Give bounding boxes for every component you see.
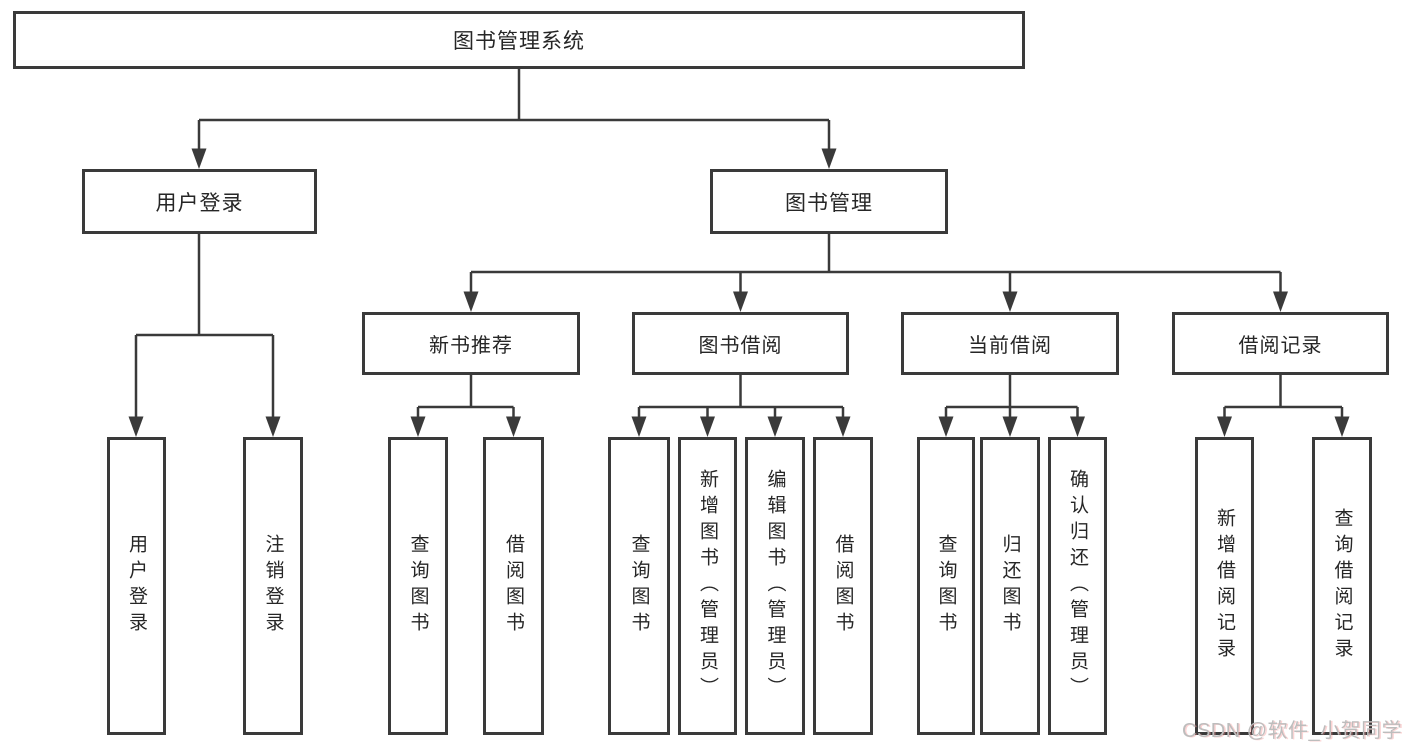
arrow-down-icon [1217,416,1232,437]
node-book-management: 图书管理 [710,169,948,234]
arrow-down-icon [506,416,521,437]
node-current-borrow: 当前借阅 [901,312,1119,375]
connector-paths [134,69,1344,418]
arrow-down-icon [1070,416,1085,437]
arrow-down-icon [767,416,783,437]
node-current-query-books: 查询图书 [917,437,975,735]
arrow-down-icon [265,416,281,437]
arrow-down-icon [1002,291,1018,312]
node-query-borrow-record: 查询借阅记录 [1312,437,1372,735]
arrow-down-icon [463,291,479,312]
node-edit-books-admin: 编辑图书（管理员） [745,437,805,735]
node-recommend-borrow-books: 借阅图书 [483,437,544,735]
arrow-down-icon [733,291,748,312]
node-return-books: 归还图书 [980,437,1040,735]
arrow-down-icon [821,148,837,169]
arrow-down-icon [631,416,647,437]
arrow-down-icon [1002,416,1018,437]
node-logout-leaf: 注销登录 [243,437,303,735]
node-recommend-query-books: 查询图书 [388,437,448,735]
arrow-down-icon [1334,416,1350,437]
arrow-down-icon [410,416,426,437]
node-borrow-books-leaf: 借阅图书 [813,437,873,735]
arrow-down-icon [938,416,954,437]
node-add-borrow-record: 新增借阅记录 [1195,437,1254,735]
node-login-leaf: 用户登录 [107,437,166,735]
csdn-watermark: CSDN @软件_小贺同学 [1182,720,1403,742]
node-user-login-branch: 用户登录 [82,169,317,234]
node-root: 图书管理系统 [13,11,1025,69]
node-add-books-admin: 新增图书（管理员） [678,437,737,735]
arrow-down-icon [835,416,851,437]
node-book-borrow: 图书借阅 [632,312,849,375]
node-new-book-recommend: 新书推荐 [362,312,580,375]
arrow-down-icon [1273,291,1288,312]
arrowhead-icons [128,148,1350,437]
arrow-down-icon [191,148,207,169]
arrow-down-icon [700,416,715,437]
node-borrow-records: 借阅记录 [1172,312,1389,375]
node-borrow-query-books: 查询图书 [608,437,670,735]
node-confirm-return-admin: 确认归还（管理员） [1048,437,1107,735]
arrow-down-icon [128,416,144,437]
